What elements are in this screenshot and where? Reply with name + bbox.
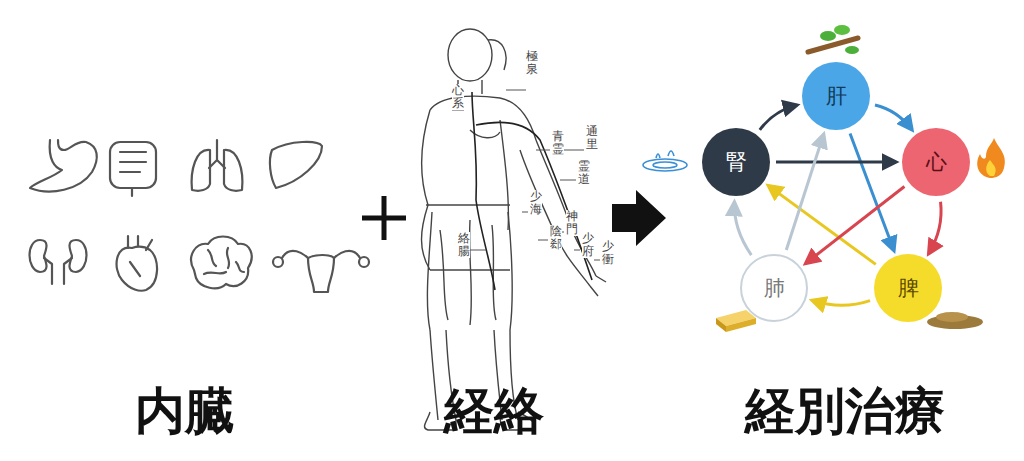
stomach-icon [30, 140, 97, 191]
controlling-arrow [850, 133, 894, 250]
fire-symbol [977, 138, 1005, 178]
generating-arrow [812, 300, 870, 305]
liver-circle: 肝 [802, 62, 870, 130]
uterus-icon [273, 251, 369, 292]
caption: 経別治療 [745, 378, 945, 445]
arrow-symbol [612, 190, 666, 246]
acupoint-label: 少衝 [602, 240, 614, 266]
caption: 経絡 [444, 378, 544, 445]
meridian-label: 心系 [452, 84, 464, 110]
acupoint-label: 少府 [582, 232, 594, 258]
heart-circle: 心 [902, 128, 970, 196]
earth-symbol [927, 312, 983, 329]
lungs-icon [192, 140, 243, 191]
acupoint-label: 陰郄 [550, 225, 562, 251]
node-label: 肺 [764, 274, 785, 302]
intestine-icon [110, 142, 156, 196]
kidneys-icon [30, 240, 87, 284]
controlling-arrow [786, 134, 823, 250]
controlling-arrow [806, 187, 905, 264]
wood-symbol [808, 25, 859, 54]
heart-icon [117, 236, 158, 291]
liver-icon [270, 142, 322, 188]
node-label: 腎 [726, 148, 747, 176]
meridian-label: 絡腸 [458, 232, 470, 258]
acupoint-label: 青霊 [552, 130, 564, 156]
generating-arrow [734, 202, 751, 255]
node-label: 脾 [898, 274, 919, 302]
acupoint-label: 通里 [586, 125, 598, 151]
node-label: 心 [926, 148, 947, 176]
kidney-circle: 腎 [702, 128, 770, 196]
generating-arrow [929, 202, 941, 254]
acupoint-label: 神門 [566, 210, 578, 236]
lung-circle: 肺 [740, 254, 808, 322]
water-symbol [643, 151, 687, 171]
meridian-figure [422, 29, 607, 430]
plus-sign [362, 196, 406, 240]
brain-icon [191, 237, 252, 289]
caption: 内臓 [135, 378, 235, 445]
generating-arrow [875, 105, 912, 130]
node-label: 肝 [826, 82, 847, 110]
acupoint-label: 少海 [530, 190, 542, 216]
acupoint-label: 極泉 [526, 50, 538, 76]
leader-lines [452, 90, 600, 260]
acupoint-label: 霊道 [578, 160, 590, 186]
spleen-circle: 脾 [874, 254, 942, 322]
controlling-arrow [776, 161, 896, 164]
metal-symbol [716, 310, 756, 332]
generating-arrow [760, 105, 797, 130]
